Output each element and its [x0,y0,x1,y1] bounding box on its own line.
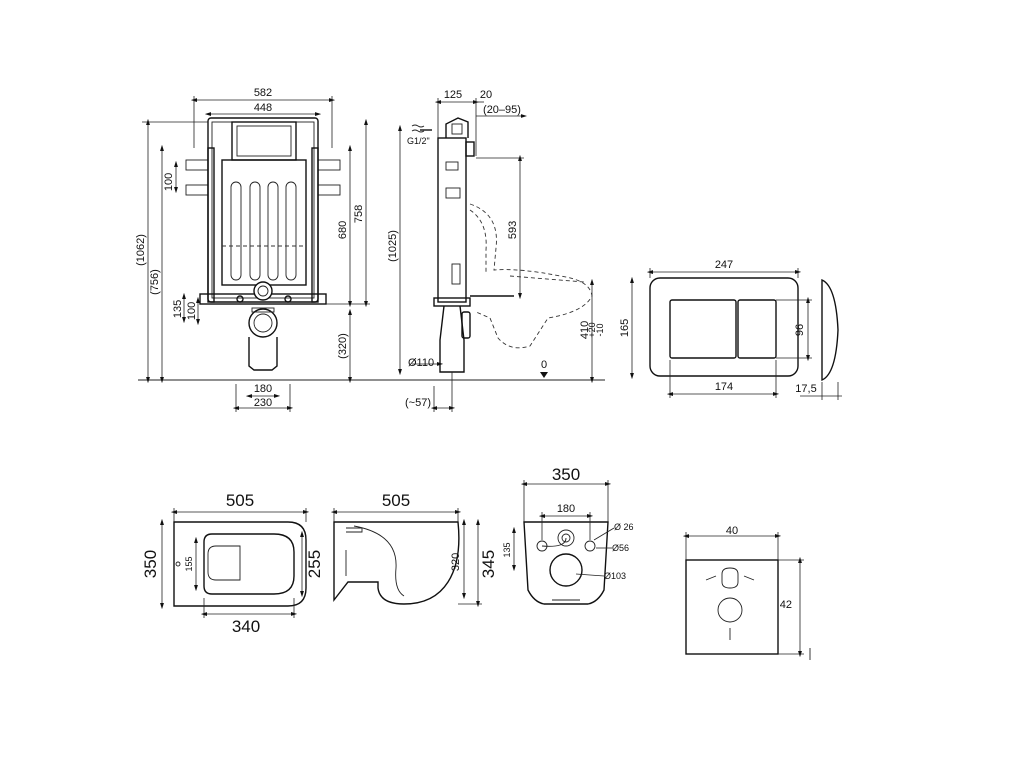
dim-20-95: (20–95) [483,104,521,116]
button-width: 174 [715,381,733,393]
bowl-height-345: 345 [479,550,498,578]
pipe-diameter: Ø110 [408,357,434,369]
dim-410: 410 [579,321,591,339]
plate-height: 165 [619,319,631,337]
flush-plate-view: 247 165 96 174 17,5 [619,259,842,400]
bowl-back-view: 350 180 135 Ø 26 Ø56 Ø103 [502,465,634,605]
dim-410-tolerance: +20-10 [587,322,605,337]
button-height: 96 [794,324,806,336]
inlet-label: G1/2" [407,136,430,146]
dim-100-top: 100 [163,173,175,191]
dim-758: 758 [353,205,365,223]
bowl-top-length: 505 [226,491,254,510]
dim-20: 20 [480,89,492,101]
dim-155: 155 [184,556,194,571]
diam-56: Ø56 [612,543,629,553]
dim-320: (320) [337,333,349,359]
dim-135: 135 [172,300,184,318]
frame-side-dimensions: 125 20 (20–95) (1025) 593 410 +20-10 Ø11… [387,89,605,412]
bowl-back-width: 350 [552,465,580,484]
dim-100-low: 100 [186,302,198,320]
dim-1062: (1062) [135,234,147,266]
inlet-spacing: 180 [557,503,575,515]
dim-135-back: 135 [502,542,512,557]
dim-230: 230 [254,397,272,409]
gasket-height: 42 [780,599,792,611]
bowl-side-view: 505 320 345 [330,491,498,608]
diam-103: Ø103 [604,571,626,581]
dim-680: 680 [337,221,349,239]
bowl-height-320: 320 [450,553,462,571]
diam-26: Ø 26 [614,522,634,532]
dim-448: 448 [254,102,272,114]
dim-593: 593 [507,221,519,239]
frame-front-view [185,117,341,371]
zero-level: 0 [541,359,547,371]
bowl-top-width: 350 [141,550,160,578]
gasket-width: 40 [726,525,738,537]
dim-125: 125 [444,89,462,101]
seat-length: 340 [232,617,260,636]
gasket-view: 40 42 [682,525,811,660]
plate-thickness: 17,5 [795,383,816,395]
dim-180-front: 180 [254,383,272,395]
bowl-top-inner: 255 [305,550,324,578]
bowl-side-length: 505 [382,491,410,510]
dim-582: 582 [254,87,272,99]
frame-side-view: G1/2" [407,117,593,373]
bowl-top-view: 155 505 350 255 340 [141,491,324,636]
dim-1025: (1025) [387,230,399,262]
frame-front-dimensions: 582 448 (1062) (756) 100 135 100 758 680… [135,87,370,412]
plate-width: 247 [715,259,733,271]
dim-756: (756) [149,269,161,295]
dim-57: (~57) [405,397,431,409]
